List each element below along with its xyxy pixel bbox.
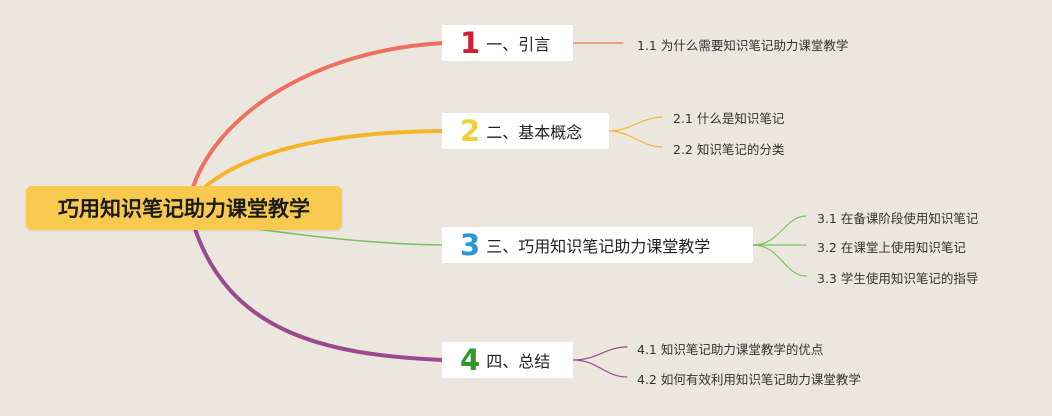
branch-label-3: 三、巧用知识笔记助力课堂教学 bbox=[486, 237, 711, 256]
subtopic-3-2[interactable]: 3.2 在课堂上使用知识笔记 bbox=[817, 240, 966, 255]
connector-sub-3-3 bbox=[752, 244, 807, 277]
connector-sub-2-1 bbox=[608, 116, 663, 132]
connector-branch-2 bbox=[203, 129, 445, 189]
subtopic-4-1[interactable]: 4.1 知识笔记助力课堂教学的优点 bbox=[637, 342, 824, 357]
connector-sub-4-2 bbox=[572, 359, 628, 378]
connector-sub-4-1 bbox=[572, 346, 628, 361]
subtopic-2-2[interactable]: 2.2 知识笔记的分类 bbox=[673, 142, 785, 157]
connector-sub-2-2 bbox=[608, 130, 663, 148]
branch-topic-1[interactable]: 1 一、引言 bbox=[442, 25, 573, 61]
connector-branch-1 bbox=[191, 41, 445, 189]
connector-branch-4 bbox=[193, 227, 445, 362]
branch-label-1: 一、引言 bbox=[486, 35, 551, 54]
root-topic-label: 巧用知识笔记助力课堂教学 bbox=[58, 197, 310, 221]
root-topic[interactable]: 巧用知识笔记助力课堂教学 bbox=[26, 186, 342, 230]
branch-label-2: 二、基本概念 bbox=[486, 123, 583, 142]
branch-topic-4[interactable]: 4 四、总结 bbox=[442, 342, 573, 378]
branch-label-4: 四、总结 bbox=[486, 352, 551, 371]
subtopic-3-1[interactable]: 3.1 在备课阶段使用知识笔记 bbox=[817, 211, 979, 226]
branch-number-3: 3 bbox=[460, 228, 481, 262]
branch-topic-3[interactable]: 3 三、巧用知识笔记助力课堂教学 bbox=[442, 227, 753, 263]
connector-branch-3 bbox=[249, 227, 444, 246]
subtopic-2-1[interactable]: 2.1 什么是知识笔记 bbox=[673, 111, 785, 126]
branch-topic-2[interactable]: 2 二、基本概念 bbox=[442, 113, 609, 149]
branch-number-4: 4 bbox=[460, 343, 481, 377]
subtopic-1-1[interactable]: 1.1 为什么需要知识笔记助力课堂教学 bbox=[637, 38, 849, 53]
subtopic-3-3[interactable]: 3.3 学生使用知识笔记的指导 bbox=[817, 271, 979, 286]
subtopic-4-2[interactable]: 4.2 如何有效利用知识笔记助力课堂教学 bbox=[637, 372, 861, 387]
branch-number-1: 1 bbox=[460, 26, 481, 60]
connector-sub-3-1 bbox=[752, 215, 807, 246]
branch-number-2: 2 bbox=[460, 114, 481, 148]
